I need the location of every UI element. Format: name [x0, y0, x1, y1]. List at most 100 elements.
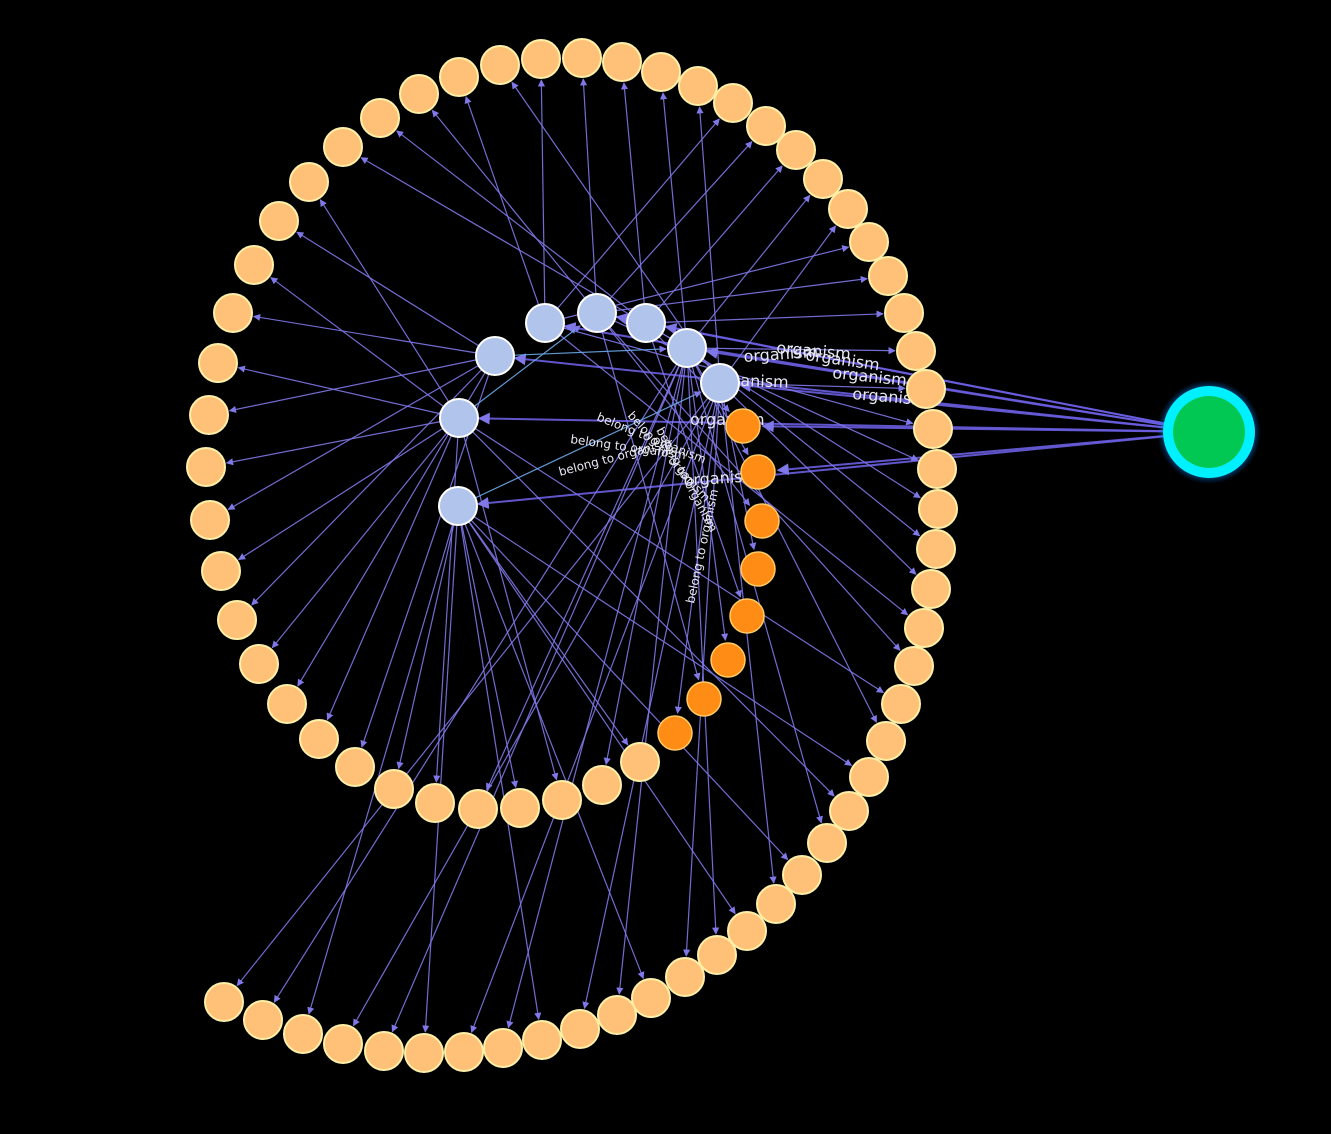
leaf-node[interactable]	[480, 45, 520, 85]
leaf-node[interactable]	[521, 39, 561, 79]
leaf-node[interactable]	[399, 74, 439, 114]
leaf-node[interactable]	[259, 201, 299, 241]
leaf-node[interactable]	[911, 569, 951, 609]
intermediate-node[interactable]	[744, 503, 780, 539]
leaf-node[interactable]	[678, 66, 718, 106]
leaf-node[interactable]	[189, 395, 229, 435]
edge-hub-leaf	[457, 505, 645, 980]
leaf-node[interactable]	[439, 57, 479, 97]
edge-hub-hub	[457, 391, 702, 507]
intermediate-node[interactable]	[740, 454, 776, 490]
leaf-node[interactable]	[904, 608, 944, 648]
leaf-node[interactable]	[884, 293, 924, 333]
hub-node[interactable]	[700, 363, 740, 403]
edge-hub-leaf	[458, 417, 835, 797]
leaf-node[interactable]	[299, 719, 339, 759]
edge-hub-leaf	[464, 96, 546, 324]
edge-hub-leaf	[238, 417, 460, 561]
leaf-node[interactable]	[727, 911, 767, 951]
leaf-node[interactable]	[896, 331, 936, 371]
leaf-node[interactable]	[186, 447, 226, 487]
leaf-node[interactable]	[916, 529, 956, 569]
leaf-node[interactable]	[201, 551, 241, 591]
leaf-node[interactable]	[641, 52, 681, 92]
leaf-node[interactable]	[217, 600, 257, 640]
leaf-node[interactable]	[522, 1020, 562, 1060]
leaf-node[interactable]	[190, 500, 230, 540]
edge-hub-leaf	[659, 92, 688, 349]
leaf-node[interactable]	[364, 1031, 404, 1071]
leaf-node[interactable]	[198, 343, 238, 383]
edge-hub-orange	[596, 312, 701, 681]
leaf-node[interactable]	[415, 783, 455, 823]
edge-hub-leaf	[431, 109, 598, 314]
edge-root-link	[476, 431, 1210, 509]
leaf-node[interactable]	[620, 742, 660, 782]
leaf-node[interactable]	[283, 1014, 323, 1054]
leaf-node[interactable]	[323, 127, 363, 167]
intermediate-node[interactable]	[710, 642, 746, 678]
leaf-node[interactable]	[602, 42, 642, 82]
leaf-node[interactable]	[483, 1028, 523, 1068]
leaf-node[interactable]	[906, 369, 946, 409]
leaf-node[interactable]	[213, 293, 253, 333]
leaf-node[interactable]	[631, 978, 671, 1018]
leaf-node[interactable]	[776, 130, 816, 170]
leaf-node[interactable]	[713, 83, 753, 123]
edge-hub-leaf	[271, 417, 460, 649]
leaf-node[interactable]	[829, 791, 869, 831]
leaf-node[interactable]	[234, 245, 274, 285]
leaf-node[interactable]	[560, 1009, 600, 1049]
leaf-node[interactable]	[868, 256, 908, 296]
leaf-node[interactable]	[828, 189, 868, 229]
leaf-node[interactable]	[849, 757, 889, 797]
leaf-node[interactable]	[323, 1024, 363, 1064]
leaf-node[interactable]	[542, 780, 582, 820]
leaf-node[interactable]	[917, 449, 957, 489]
leaf-node[interactable]	[374, 769, 414, 809]
leaf-node[interactable]	[582, 765, 622, 805]
root-node[interactable]	[1173, 396, 1245, 468]
hub-node[interactable]	[577, 293, 617, 333]
leaf-node[interactable]	[913, 409, 953, 449]
leaf-node[interactable]	[918, 489, 958, 529]
hub-node[interactable]	[438, 486, 478, 526]
intermediate-node[interactable]	[740, 551, 776, 587]
leaf-node[interactable]	[562, 38, 602, 78]
leaf-node[interactable]	[807, 823, 847, 863]
edge-hub-leaf	[457, 505, 736, 915]
leaf-node[interactable]	[243, 1000, 283, 1040]
leaf-node[interactable]	[697, 935, 737, 975]
leaf-node[interactable]	[756, 884, 796, 924]
leaf-node[interactable]	[500, 788, 540, 828]
leaf-node[interactable]	[849, 222, 889, 262]
leaf-node[interactable]	[803, 159, 843, 199]
intermediate-node[interactable]	[657, 715, 693, 751]
edge-hub-leaf	[296, 231, 496, 357]
intermediate-node[interactable]	[729, 598, 765, 634]
leaf-node[interactable]	[239, 644, 279, 684]
leaf-node[interactable]	[267, 684, 307, 724]
hub-node[interactable]	[439, 398, 479, 438]
leaf-node[interactable]	[458, 789, 498, 829]
leaf-node[interactable]	[597, 995, 637, 1035]
hub-node[interactable]	[626, 303, 666, 343]
leaf-node[interactable]	[360, 98, 400, 138]
leaf-node[interactable]	[665, 957, 705, 997]
leaf-node[interactable]	[746, 106, 786, 146]
hub-node[interactable]	[667, 328, 707, 368]
leaf-node[interactable]	[204, 982, 244, 1022]
leaf-node[interactable]	[444, 1032, 484, 1072]
hub-node[interactable]	[475, 336, 515, 376]
intermediate-node[interactable]	[686, 681, 722, 717]
leaf-node[interactable]	[881, 684, 921, 724]
hub-node[interactable]	[525, 303, 565, 343]
leaf-node[interactable]	[404, 1033, 444, 1073]
leaf-node[interactable]	[866, 721, 906, 761]
intermediate-node[interactable]	[725, 408, 761, 444]
leaf-node[interactable]	[335, 747, 375, 787]
leaf-node[interactable]	[289, 162, 329, 202]
leaf-node[interactable]	[894, 646, 934, 686]
leaf-node[interactable]	[782, 855, 822, 895]
